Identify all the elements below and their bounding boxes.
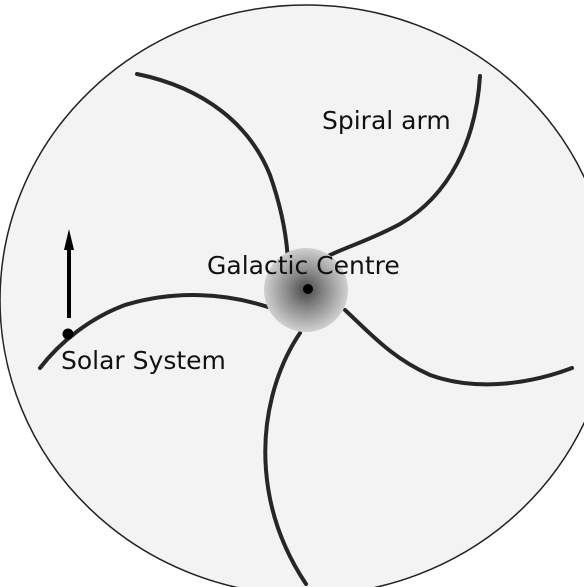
spiral-arm-label: Spiral arm bbox=[322, 106, 451, 135]
galactic-centre-dot bbox=[303, 284, 313, 294]
solar-system-label: Solar System bbox=[61, 346, 226, 375]
solar-system-dot bbox=[63, 329, 74, 340]
galactic-centre-label: Galactic Centre bbox=[207, 251, 400, 280]
